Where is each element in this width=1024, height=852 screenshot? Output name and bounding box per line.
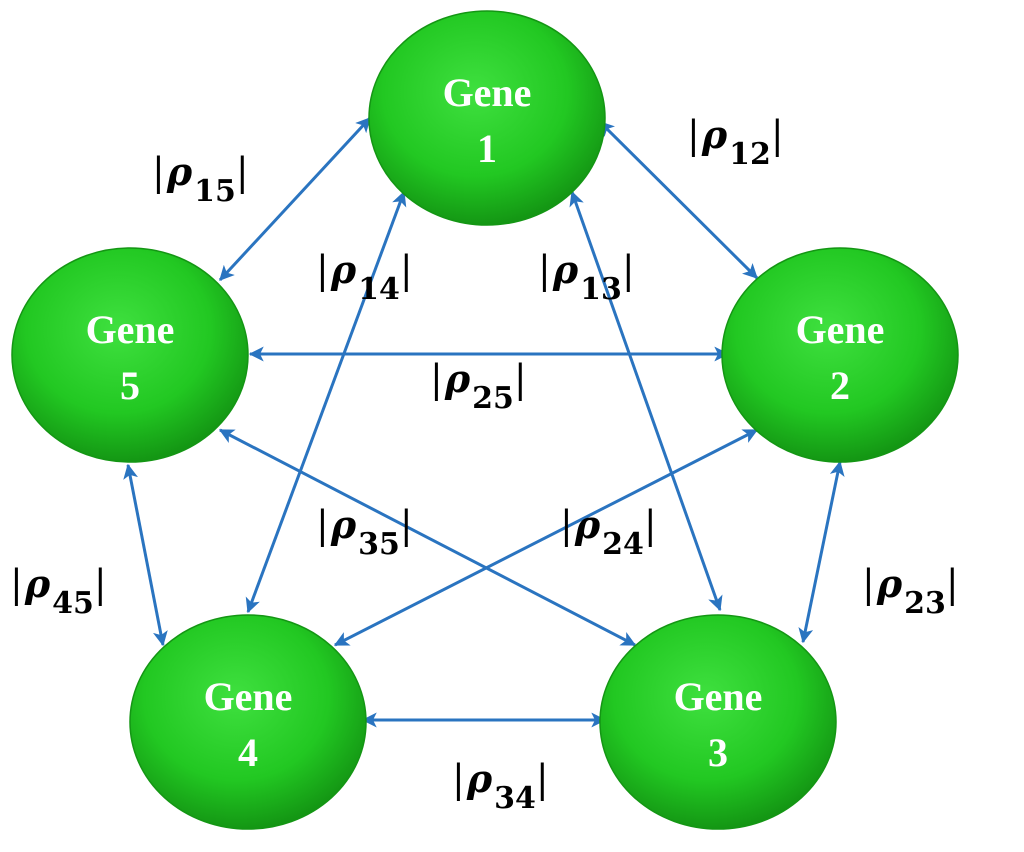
gene-node-5: Gene 5 <box>11 247 249 463</box>
rho-symbol: ρ <box>24 561 51 606</box>
gene-node-circle <box>368 10 606 226</box>
gene-node-circle <box>599 614 837 830</box>
abs-bar-right: | <box>644 503 657 547</box>
gene-node-3: Gene 3 <box>599 614 837 830</box>
edge-label-rho-34: |ρ34| <box>452 756 549 816</box>
edges-layer <box>123 116 845 728</box>
abs-bar-left: | <box>560 503 573 547</box>
rho-subscript: 25 <box>472 381 514 416</box>
edge-label-rho-25: |ρ25| <box>430 356 527 416</box>
rho-subscript: 35 <box>358 527 400 562</box>
rho-subscript: 23 <box>904 586 946 621</box>
gene-node-number: 2 <box>830 363 850 408</box>
gene-node-word: Gene <box>796 307 885 352</box>
abs-bar-left: | <box>862 562 875 606</box>
abs-bar-left: | <box>10 562 23 606</box>
rho-symbol: ρ <box>166 149 193 194</box>
rho-subscript: 14 <box>358 272 400 307</box>
edge-arrow-4-5 <box>123 463 168 647</box>
gene-node-word: Gene <box>443 70 532 115</box>
rho-symbol: ρ <box>701 112 728 157</box>
abs-bar-left: | <box>316 248 329 292</box>
edge-arrow-2-3 <box>798 460 845 644</box>
abs-bar-left: | <box>152 150 165 194</box>
rho-subscript: 24 <box>602 527 644 562</box>
edge-label-rho-13: |ρ13| <box>538 247 635 307</box>
abs-bar-right: | <box>771 113 784 157</box>
abs-bar-right: | <box>622 248 635 292</box>
gene-node-number: 5 <box>120 363 140 408</box>
rho-symbol: ρ <box>876 561 903 606</box>
gene-node-word: Gene <box>674 674 763 719</box>
rho-symbol: ρ <box>330 502 357 547</box>
rho-subscript: 15 <box>194 174 236 209</box>
abs-bar-left: | <box>316 503 329 547</box>
abs-bar-left: | <box>430 357 443 401</box>
abs-bar-right: | <box>946 562 959 606</box>
gene-node-4: Gene 4 <box>129 614 367 830</box>
rho-symbol: ρ <box>574 502 601 547</box>
edge-arrow-3-5 <box>218 428 637 647</box>
edge-label-rho-23: |ρ23| <box>862 561 959 621</box>
abs-bar-right: | <box>236 150 249 194</box>
gene-node-circle <box>11 247 249 463</box>
gene-node-circle <box>721 247 959 463</box>
abs-bar-right: | <box>94 562 107 606</box>
abs-bar-right: | <box>400 248 413 292</box>
gene-node-number: 3 <box>708 730 728 775</box>
gene-node-2: Gene 2 <box>721 247 959 463</box>
abs-bar-left: | <box>538 248 551 292</box>
rho-subscript: 45 <box>52 586 94 621</box>
gene-node-1: Gene 1 <box>368 10 606 226</box>
gene-node-circle <box>129 614 367 830</box>
gene-node-number: 4 <box>238 730 258 775</box>
abs-bar-right: | <box>400 503 413 547</box>
abs-bar-left: | <box>687 113 700 157</box>
rho-symbol: ρ <box>466 756 493 801</box>
rho-subscript: 12 <box>729 137 771 172</box>
abs-bar-right: | <box>514 357 527 401</box>
abs-bar-left: | <box>452 757 465 801</box>
edge-label-rho-14: |ρ14| <box>316 247 413 307</box>
gene-node-number: 1 <box>477 126 497 171</box>
edge-label-rho-24: |ρ24| <box>560 502 657 562</box>
rho-symbol: ρ <box>444 356 471 401</box>
edge-arrow-1-5 <box>218 116 372 282</box>
edge-label-rho-35: |ρ35| <box>316 502 413 562</box>
abs-bar-right: | <box>536 757 549 801</box>
rho-subscript: 34 <box>494 781 536 816</box>
edge-label-rho-15: |ρ15| <box>152 149 249 209</box>
rho-symbol: ρ <box>330 247 357 292</box>
rho-subscript: 13 <box>580 272 622 307</box>
edge-label-rho-12: |ρ12| <box>687 112 784 172</box>
edge-label-rho-45: |ρ45| <box>10 561 107 621</box>
edge-labels-layer: |ρ12||ρ13||ρ14||ρ15||ρ23||ρ24||ρ25||ρ34|… <box>10 112 959 816</box>
gene-node-word: Gene <box>86 307 175 352</box>
rho-symbol: ρ <box>552 247 579 292</box>
gene-node-word: Gene <box>204 674 293 719</box>
edge-arrow-1-3 <box>569 190 723 612</box>
